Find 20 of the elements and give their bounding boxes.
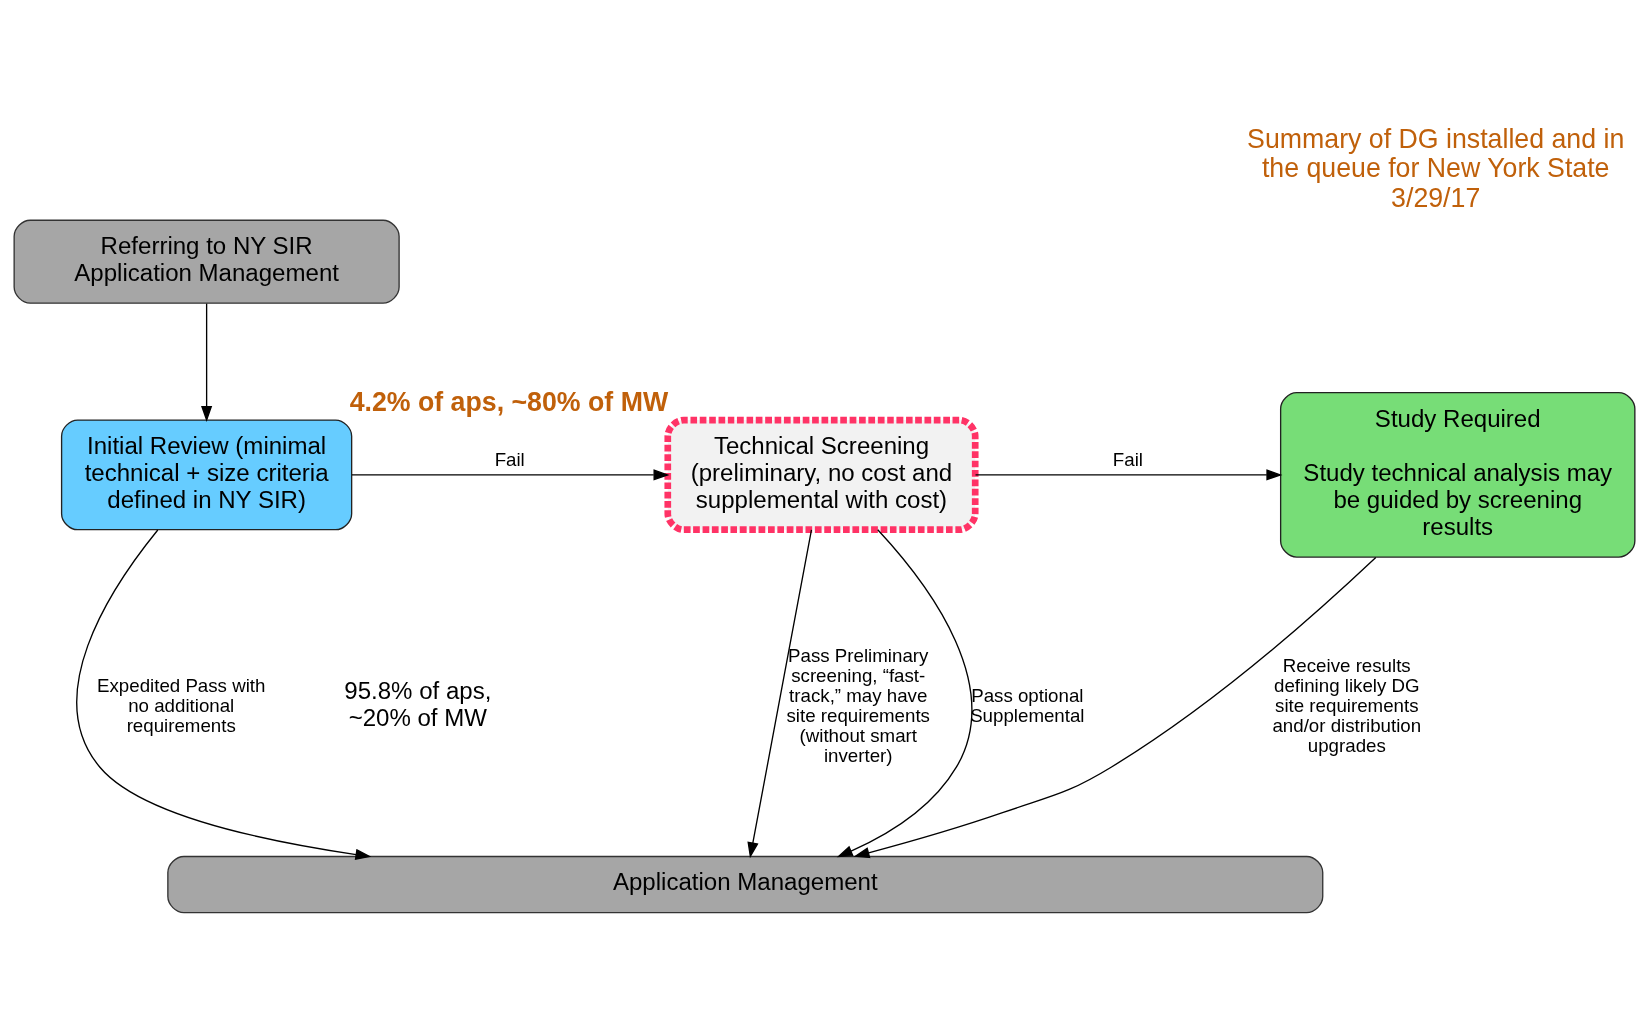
arrow: [974, 468, 1283, 480]
node-label: 4.2% of aps, ~80% of MW: [349, 386, 669, 417]
node-box: Technical Screening (preliminary, no cost and supplemental with cost): [664, 416, 979, 533]
diagram-title: Summary of DG installed and in the queue for New York State 3/29/17: [1247, 123, 1625, 213]
edge-label: Pass Preliminary screening, “fast-track,” may have site requirements (without smart inverter): [786, 644, 930, 766]
node-box: Study Required Study technical analysis may be guided by screening results: [1279, 391, 1636, 558]
arrow: [201, 302, 213, 422]
arrow: [836, 528, 973, 857]
arrow: [351, 468, 670, 480]
node-box: Initial Review (minimal technical + size criteria defined in NY SIR): [60, 418, 353, 530]
edge-label: Fail: [1112, 448, 1143, 470]
edge-label: Expedited Pass with no additional requirements: [97, 674, 266, 736]
node-box: Application Management: [167, 855, 1324, 913]
arrow: [853, 556, 1377, 858]
label: 95.8% of aps, ~20% of MW: [344, 676, 492, 731]
arrow: [747, 528, 813, 858]
node-box: Referring to NY SIR Application Management: [13, 219, 400, 304]
arrow: [76, 528, 372, 860]
edge-label: Fail: [494, 448, 525, 470]
edge-label: Receive results defining likely DG site requirements and/or distribution upgrades: [1272, 654, 1422, 756]
